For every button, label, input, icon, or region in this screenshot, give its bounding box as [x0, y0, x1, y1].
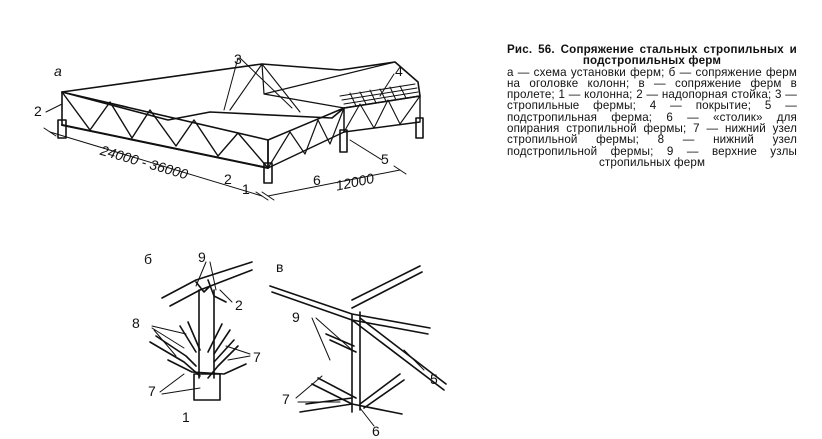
- label-8-b: 8: [132, 315, 140, 331]
- label-1-b: 1: [182, 409, 190, 425]
- panel-v-letter: в: [276, 259, 284, 275]
- label-4-a: 4: [395, 63, 403, 79]
- caption-title: Рис. 56. Сопряжение стальных стропильных…: [507, 43, 797, 68]
- label-9-b: 9: [198, 249, 206, 265]
- column-1: [57, 119, 67, 139]
- label-2-a: 2: [34, 103, 42, 119]
- label-5-a: 5: [381, 151, 389, 167]
- label-6-v: 6: [372, 423, 380, 439]
- column-4: [415, 117, 424, 139]
- node-b: [149, 261, 253, 401]
- node-v: [269, 265, 447, 415]
- column-3: [339, 129, 348, 153]
- label-2b-a: 2: [224, 171, 232, 187]
- label-7a-b: 7: [253, 349, 261, 365]
- label-5-v: 5: [430, 371, 438, 387]
- panel-a-letter: а: [54, 63, 62, 79]
- figure-caption: Рис. 56. Сопряжение стальных стропильных…: [507, 44, 797, 168]
- column-2: [263, 162, 273, 184]
- label-7b-b: 7: [148, 383, 156, 399]
- label-9-v: 9: [292, 309, 300, 325]
- label-1-a: 1: [242, 181, 250, 197]
- label-3-a: 3: [234, 51, 242, 67]
- label-7-v: 7: [282, 391, 290, 407]
- caption-body: а — схема установки ферм; б — сопряжение…: [507, 65, 797, 169]
- covering-hatch: [339, 83, 419, 107]
- label-2-b: 2: [235, 297, 243, 313]
- panel-b-letter: б: [144, 251, 153, 267]
- label-6-a: 6: [313, 172, 321, 188]
